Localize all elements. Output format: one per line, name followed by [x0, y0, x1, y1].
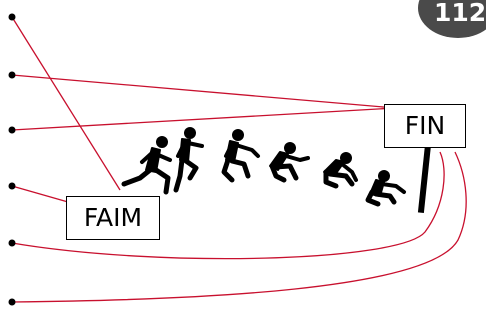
- connector-line-2: [12, 75, 395, 108]
- jumper-figure-2: [176, 127, 202, 190]
- jumper-figure-4: [270, 142, 308, 180]
- faim-label: FAIM: [84, 203, 142, 232]
- jumper-figure-6: [368, 170, 404, 204]
- jumper-figure-1: [124, 136, 170, 192]
- connector-line-1: [12, 17, 120, 190]
- jumper-figure-5: [324, 152, 356, 186]
- bullet-5: [9, 240, 16, 247]
- jumper-figure-3: [224, 129, 258, 180]
- faim-label-box: FAIM: [66, 196, 160, 240]
- jump-sequence: [124, 127, 404, 204]
- bullet-6: [9, 299, 16, 306]
- fin-sign-board: FIN: [384, 104, 466, 148]
- connector-line-3: [12, 108, 395, 130]
- bullet-3: [9, 127, 16, 134]
- bullet-2: [9, 72, 16, 79]
- bullet-4: [9, 183, 16, 190]
- bullet-1: [9, 14, 16, 21]
- fin-label: FIN: [405, 111, 445, 140]
- finish-sign-pole: [418, 145, 431, 213]
- page-number: 112: [434, 0, 486, 27]
